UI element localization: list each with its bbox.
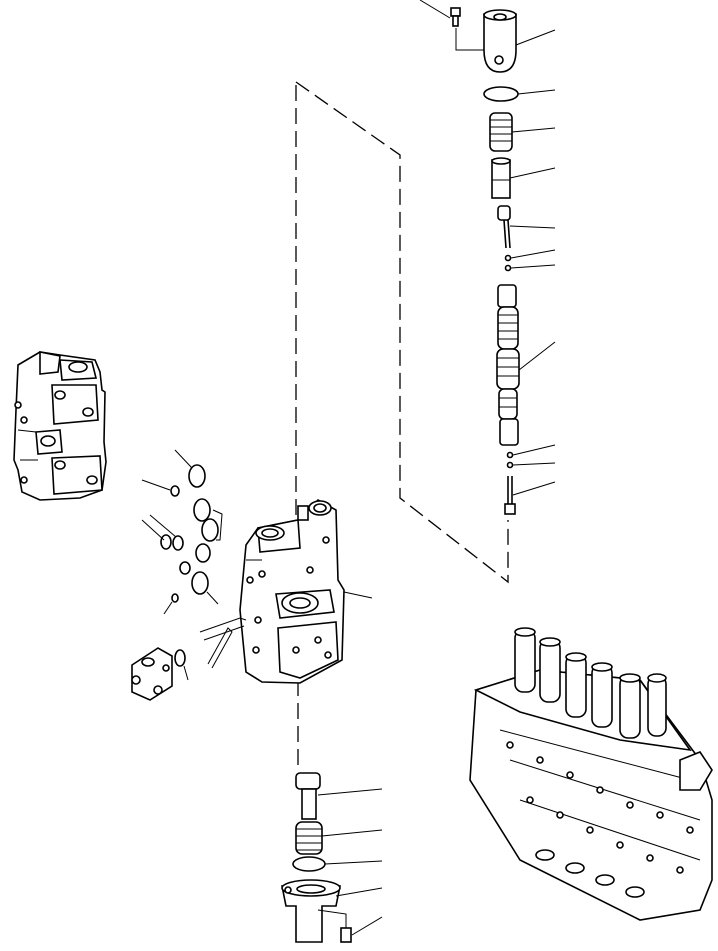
- lock-bolt-top: [419, 0, 494, 51]
- lower-bolt: [317, 909, 383, 943]
- lower-plunger: [295, 772, 383, 820]
- pin-lower: [504, 476, 556, 515]
- o-ring-top: [483, 86, 556, 102]
- valve-section-body: [239, 499, 373, 684]
- retainer-top: [491, 157, 556, 199]
- lower-cover-cap: [281, 879, 383, 943]
- balls-top: [504, 249, 556, 272]
- inset-valve-section: [13, 351, 107, 501]
- balls-lower: [506, 444, 556, 469]
- plunger-top: [497, 205, 556, 249]
- valve-cap-top: [483, 9, 556, 73]
- side-cover-block: [131, 617, 247, 701]
- lower-o-ring: [292, 856, 383, 872]
- assembly-guide-lines: [295, 81, 509, 770]
- side-seals: [141, 449, 223, 615]
- spring-top: [489, 112, 556, 152]
- assembled-control-valve: [469, 627, 713, 921]
- lower-spring: [295, 821, 383, 855]
- spool: [496, 284, 556, 446]
